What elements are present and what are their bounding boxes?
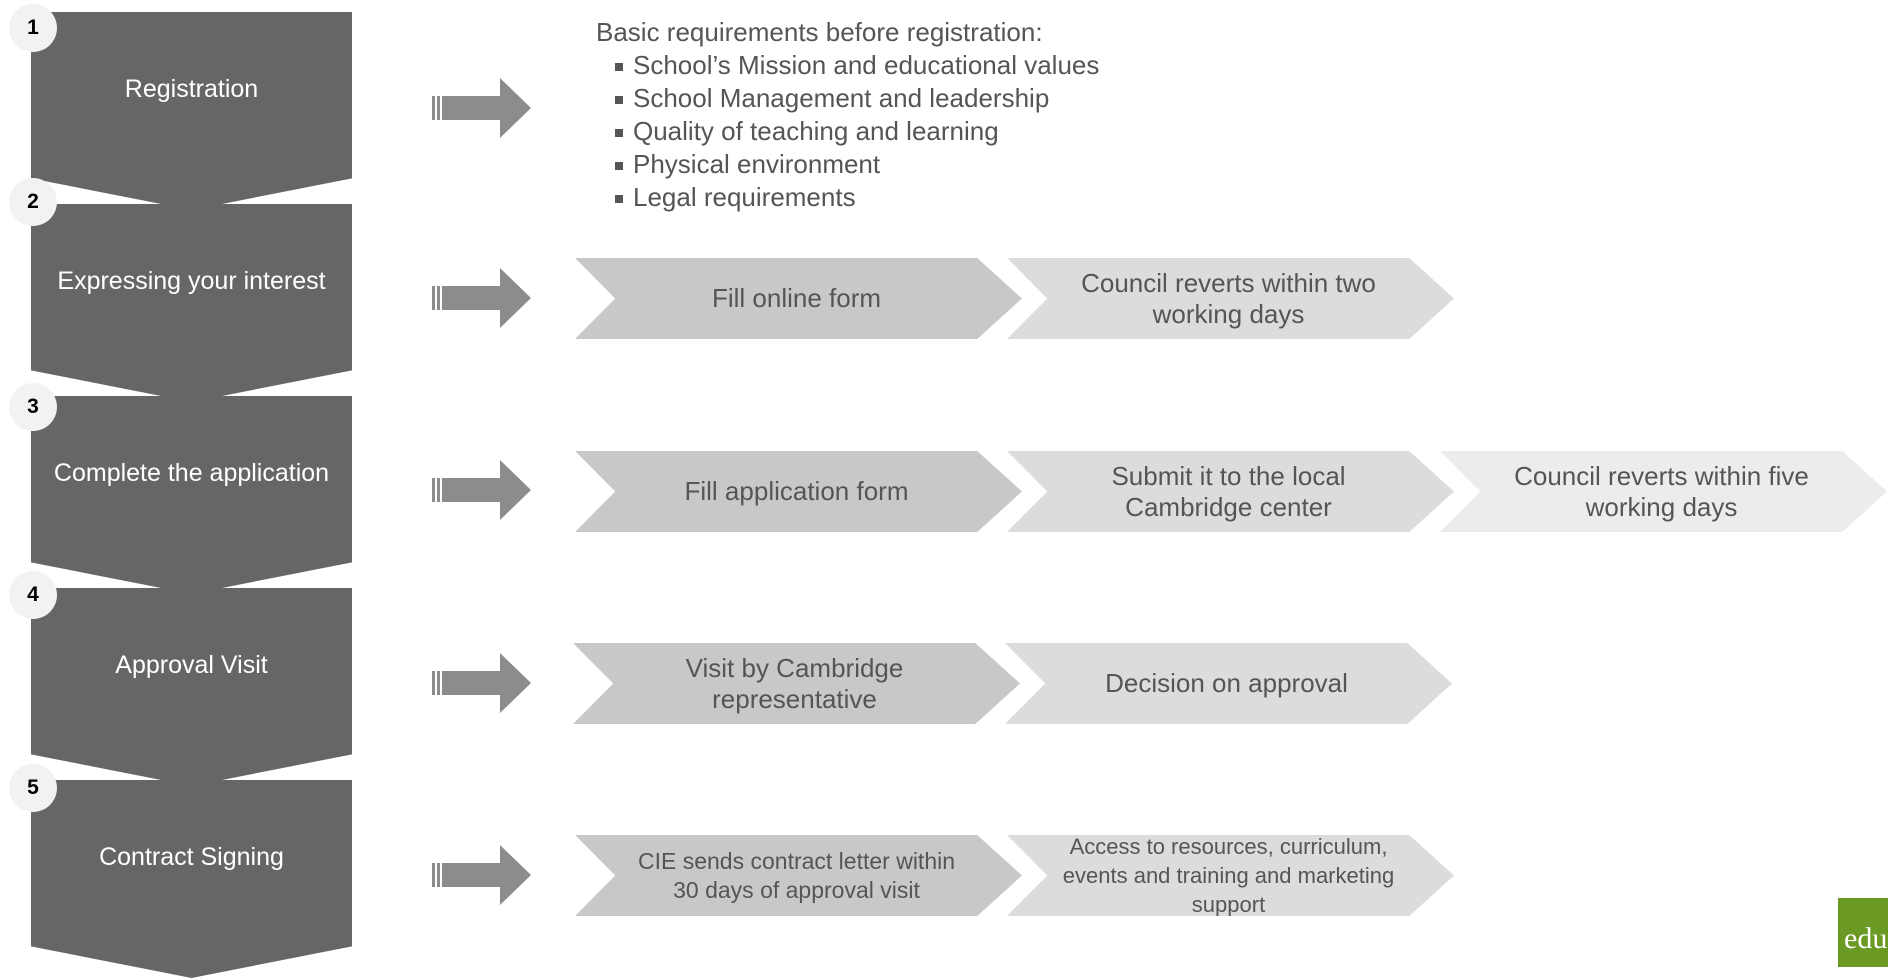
row3-step-3-text: Council reverts within five working days	[1514, 460, 1809, 522]
step-3-number: 3	[9, 383, 57, 431]
row2-step-1-text: Fill online form	[711, 283, 882, 313]
step-5-shape	[31, 780, 352, 978]
step-5-number: 5	[9, 764, 57, 812]
requirement-item: School’s Mission and educational values	[615, 49, 1099, 82]
step-3-shape	[31, 396, 352, 594]
requirements-heading: Basic requirements before registration:	[596, 17, 1043, 47]
row2-step-1: Fill online form	[575, 258, 1022, 339]
row3-step-3: Council reverts within five working days	[1440, 451, 1887, 532]
requirements-block: Basic requirements before registration: …	[596, 16, 1099, 214]
row2-step-2: Council reverts within two working days	[1007, 258, 1454, 339]
step-2-shape	[31, 204, 352, 402]
step-4-label: Approval Visit	[115, 650, 268, 679]
requirement-item: Legal requirements	[615, 181, 1099, 214]
arrow-icon	[432, 460, 531, 520]
step-4-shape	[31, 588, 352, 786]
arrow-icon	[432, 845, 531, 905]
requirement-item: School Management and leadership	[615, 82, 1099, 115]
row5-step-1-text: CIE sends contract letter within 30 days…	[637, 847, 956, 903]
requirements-list: School’s Mission and educational values …	[596, 49, 1099, 214]
row4-step-2-text: Decision on approval	[1105, 668, 1348, 698]
step-2-label: Expressing your interest	[57, 266, 326, 295]
row3-step-2-text: Submit it to the local Cambridge center	[1111, 460, 1346, 522]
logo-text: edu	[1844, 922, 1888, 955]
row4-step-2: Decision on approval	[1005, 643, 1452, 724]
step-4-number: 4	[9, 571, 57, 619]
row4-step-1-text: Visit by Cambridge representative	[685, 652, 904, 714]
row5-step-2-text: Access to resources, curriculum, events …	[1062, 834, 1395, 917]
row2-step-2-text: Council reverts within two working days	[1081, 267, 1376, 329]
row4-step-1: Visit by Cambridge representative	[573, 643, 1020, 724]
arrow-icon	[432, 268, 531, 328]
row3-step-2: Submit it to the local Cambridge center	[1007, 451, 1454, 532]
requirement-item: Quality of teaching and learning	[615, 115, 1099, 148]
brand-logo: edu	[1838, 898, 1888, 967]
step-1-label: Registration	[124, 74, 259, 103]
step-1-number: 1	[9, 4, 57, 52]
arrow-icon	[432, 653, 531, 713]
row3-step-1-text: Fill application form	[684, 476, 909, 506]
requirement-item: Physical environment	[615, 148, 1099, 181]
row5-step-1: CIE sends contract letter within 30 days…	[575, 835, 1022, 916]
arrow-icon	[432, 78, 531, 138]
step-5-label: Contract Signing	[99, 842, 284, 871]
step-2-number: 2	[9, 178, 57, 226]
step-3-label: Complete the application	[53, 458, 330, 487]
row3-step-1: Fill application form	[575, 451, 1022, 532]
step-1-shape	[31, 12, 352, 210]
row5-step-2: Access to resources, curriculum, events …	[1007, 835, 1454, 916]
